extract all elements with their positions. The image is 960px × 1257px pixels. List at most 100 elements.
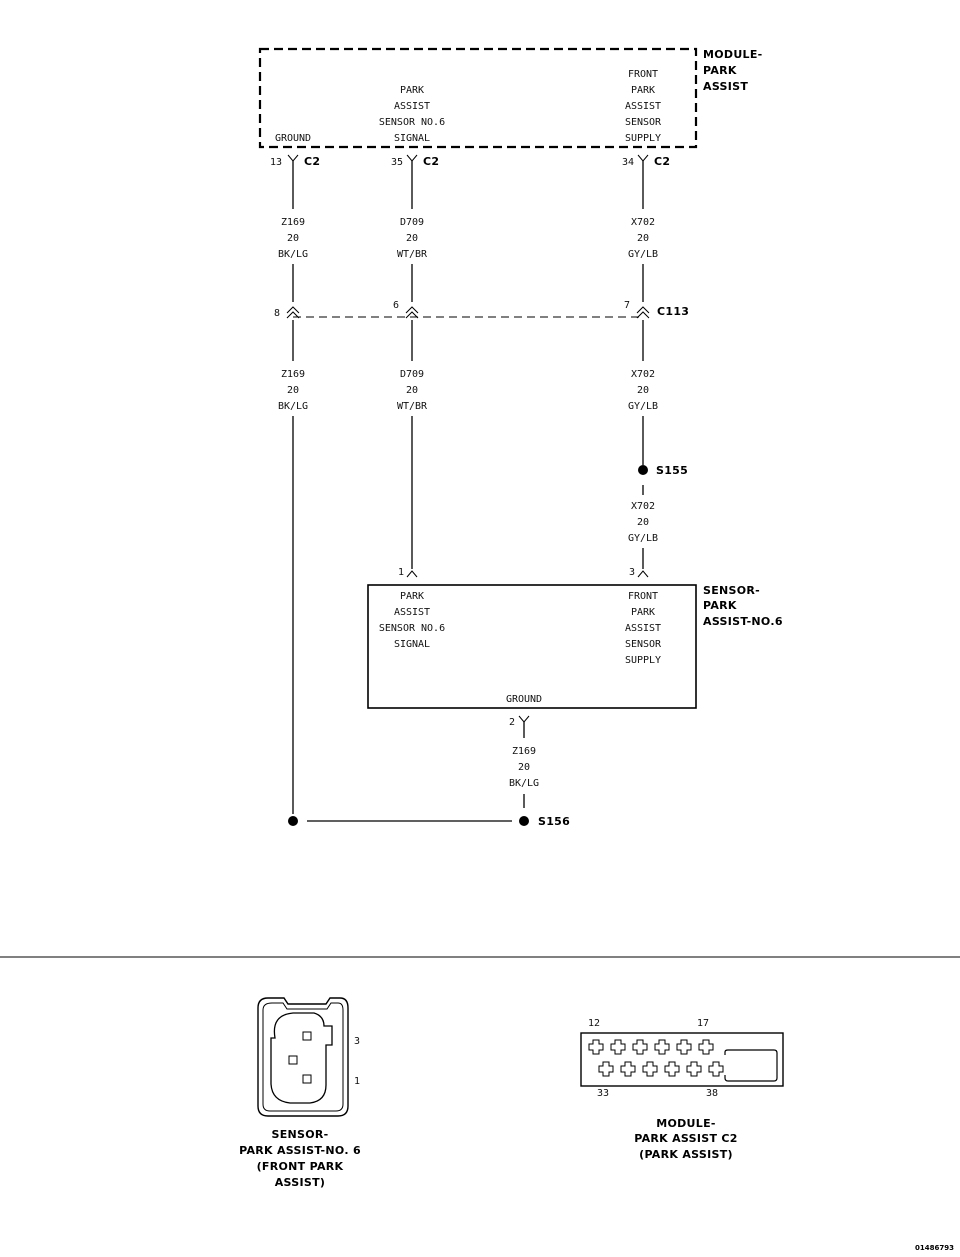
c2-pin-12: 12 [588,1018,600,1029]
c2-pin-38: 38 [706,1088,718,1099]
module-pin-ground: 13 C2 [270,154,320,168]
pin-terminal-icon [287,154,299,162]
sensor-title-line-2: PARK [703,599,737,612]
sensor-ground-label: GROUND [506,694,542,705]
module-ground-label: GROUND [275,133,311,144]
terminal-cavity-icon [654,1039,670,1055]
pin-terminal-icon [406,154,418,162]
c113-pin-ground: 8 [274,308,280,319]
wire-color: BK/LG [278,401,308,412]
wire-label-supply-after-splice: X702 20 GY/LB [628,501,658,544]
c113-name: C113 [657,305,689,318]
module-pin-supply: 34 C2 [622,154,670,168]
wire-label-sensor-ground: Z169 20 BK/LG [509,746,539,789]
terminal-cavity-icon [632,1039,648,1055]
connector-terminal-icon [636,306,650,319]
sensor-pin-supply: 3 [629,567,649,578]
splice-dot [638,465,648,475]
caption-line: SENSOR- [271,1128,328,1141]
wire-label-supply-middle: X702 20 GY/LB [628,369,658,412]
wire-color: GY/LB [628,401,658,412]
sensor-pin-signal-number: 1 [398,567,404,578]
connector-housing-outer [257,997,349,1117]
wire-color: WT/BR [397,401,428,412]
sensor-signal-label-4: SIGNAL [394,639,430,650]
sensor-supply-label-5: SUPPLY [625,655,661,666]
terminal-slot-icon [302,1074,312,1084]
inline-connector-c113: 8 6 7 C113 [274,300,689,319]
sensor-connector-pin-1: 1 [354,1076,360,1087]
wire-gauge: 20 [518,762,530,773]
connector-terminal-icon [286,306,300,319]
caption-line: PARK ASSIST C2 [634,1132,738,1145]
caption-line: ASSIST) [275,1176,326,1189]
c2-pin-33: 33 [597,1088,609,1099]
terminal-slot-icon [302,1031,312,1041]
sensor-pin-ground-number: 2 [509,717,515,728]
cavity-row-bottom [598,1061,724,1077]
splice-s156-label: S156 [538,815,570,828]
figure-id: 01486793 [915,1244,954,1252]
module-pin-ground-connector: C2 [304,155,320,168]
wire-code: X702 [631,369,655,380]
sensor-supply-label-1: FRONT [628,591,658,602]
terminal-cavity-icon [620,1061,636,1077]
module-pin-signal-number: 35 [391,157,403,168]
caption-line: (FRONT PARK [257,1160,344,1173]
wire-color: GY/LB [628,533,658,544]
terminal-cavity-icon [686,1061,702,1077]
splice-s155-label: S155 [656,464,688,477]
wire-code: X702 [631,501,655,512]
sensor-pin-signal: 1 [398,567,418,578]
caption-line: (PARK ASSIST) [639,1148,733,1161]
c2-pin-17: 17 [697,1018,709,1029]
wire-gauge: 20 [406,233,418,244]
wire-color: BK/LG [509,778,539,789]
module-supply-label-3: ASSIST [625,101,661,112]
wire-label-ground-upper: Z169 20 BK/LG [278,217,308,260]
module-outline [258,47,698,149]
module-supply-label-5: SUPPLY [625,133,661,144]
sensor-signal-label-3: SENSOR NO.6 [379,623,445,634]
sensor-supply-label-3: ASSIST [625,623,661,634]
sensor-title-line-1: SENSOR- [703,584,760,597]
module-pin-signal: 35 C2 [391,154,439,168]
module-signal-label-1: PARK [400,85,424,96]
sensor-outline [367,584,697,709]
wire-label-signal-middle: D709 20 WT/BR [397,369,428,412]
sensor-title-line-3: ASSIST-NO.6 [703,615,783,628]
connector-housing [580,1032,784,1087]
module-connector-caption: MODULE- PARK ASSIST C2 (PARK ASSIST) [634,1117,738,1161]
sensor-connector-caption: SENSOR- PARK ASSIST-NO. 6 (FRONT PARK AS… [239,1128,361,1189]
splice-dot [519,816,529,826]
wire-gauge: 20 [287,233,299,244]
module-signal-label-4: SIGNAL [394,133,430,144]
splice-dot [288,816,298,826]
wire-code: Z169 [281,217,305,228]
module-c2-connector-face-view: 12 17 33 38 [580,1018,784,1099]
module-title-line-2: PARK [703,64,737,77]
module-signal-label-3: SENSOR NO.6 [379,117,445,128]
wire-gauge: 20 [287,385,299,396]
wire-color: WT/BR [397,249,428,260]
module-pin-supply-connector: C2 [654,155,670,168]
terminal-cavity-icon [598,1061,614,1077]
wire-code: X702 [631,217,655,228]
pin-terminal-icon [637,570,649,578]
terminal-cavity-icon [610,1039,626,1055]
wire-gauge: 20 [637,385,649,396]
wire-label-ground-middle: Z169 20 BK/LG [278,369,308,412]
pin-terminal-icon [406,570,418,578]
sensor-connector-face-view: 3 1 [257,997,360,1117]
module-supply-label-4: SENSOR [625,117,662,128]
connector-latch [724,1049,778,1082]
wire-gauge: 20 [406,385,418,396]
wire-code: Z169 [281,369,305,380]
caption-line: PARK ASSIST-NO. 6 [239,1144,361,1157]
terminal-cavity-icon [698,1039,714,1055]
cavity-row-top [588,1039,714,1055]
sensor-pin-ground: 2 [509,715,530,728]
sensor-signal-label-1: PARK [400,591,424,602]
module-supply-label-1: FRONT [628,69,658,80]
